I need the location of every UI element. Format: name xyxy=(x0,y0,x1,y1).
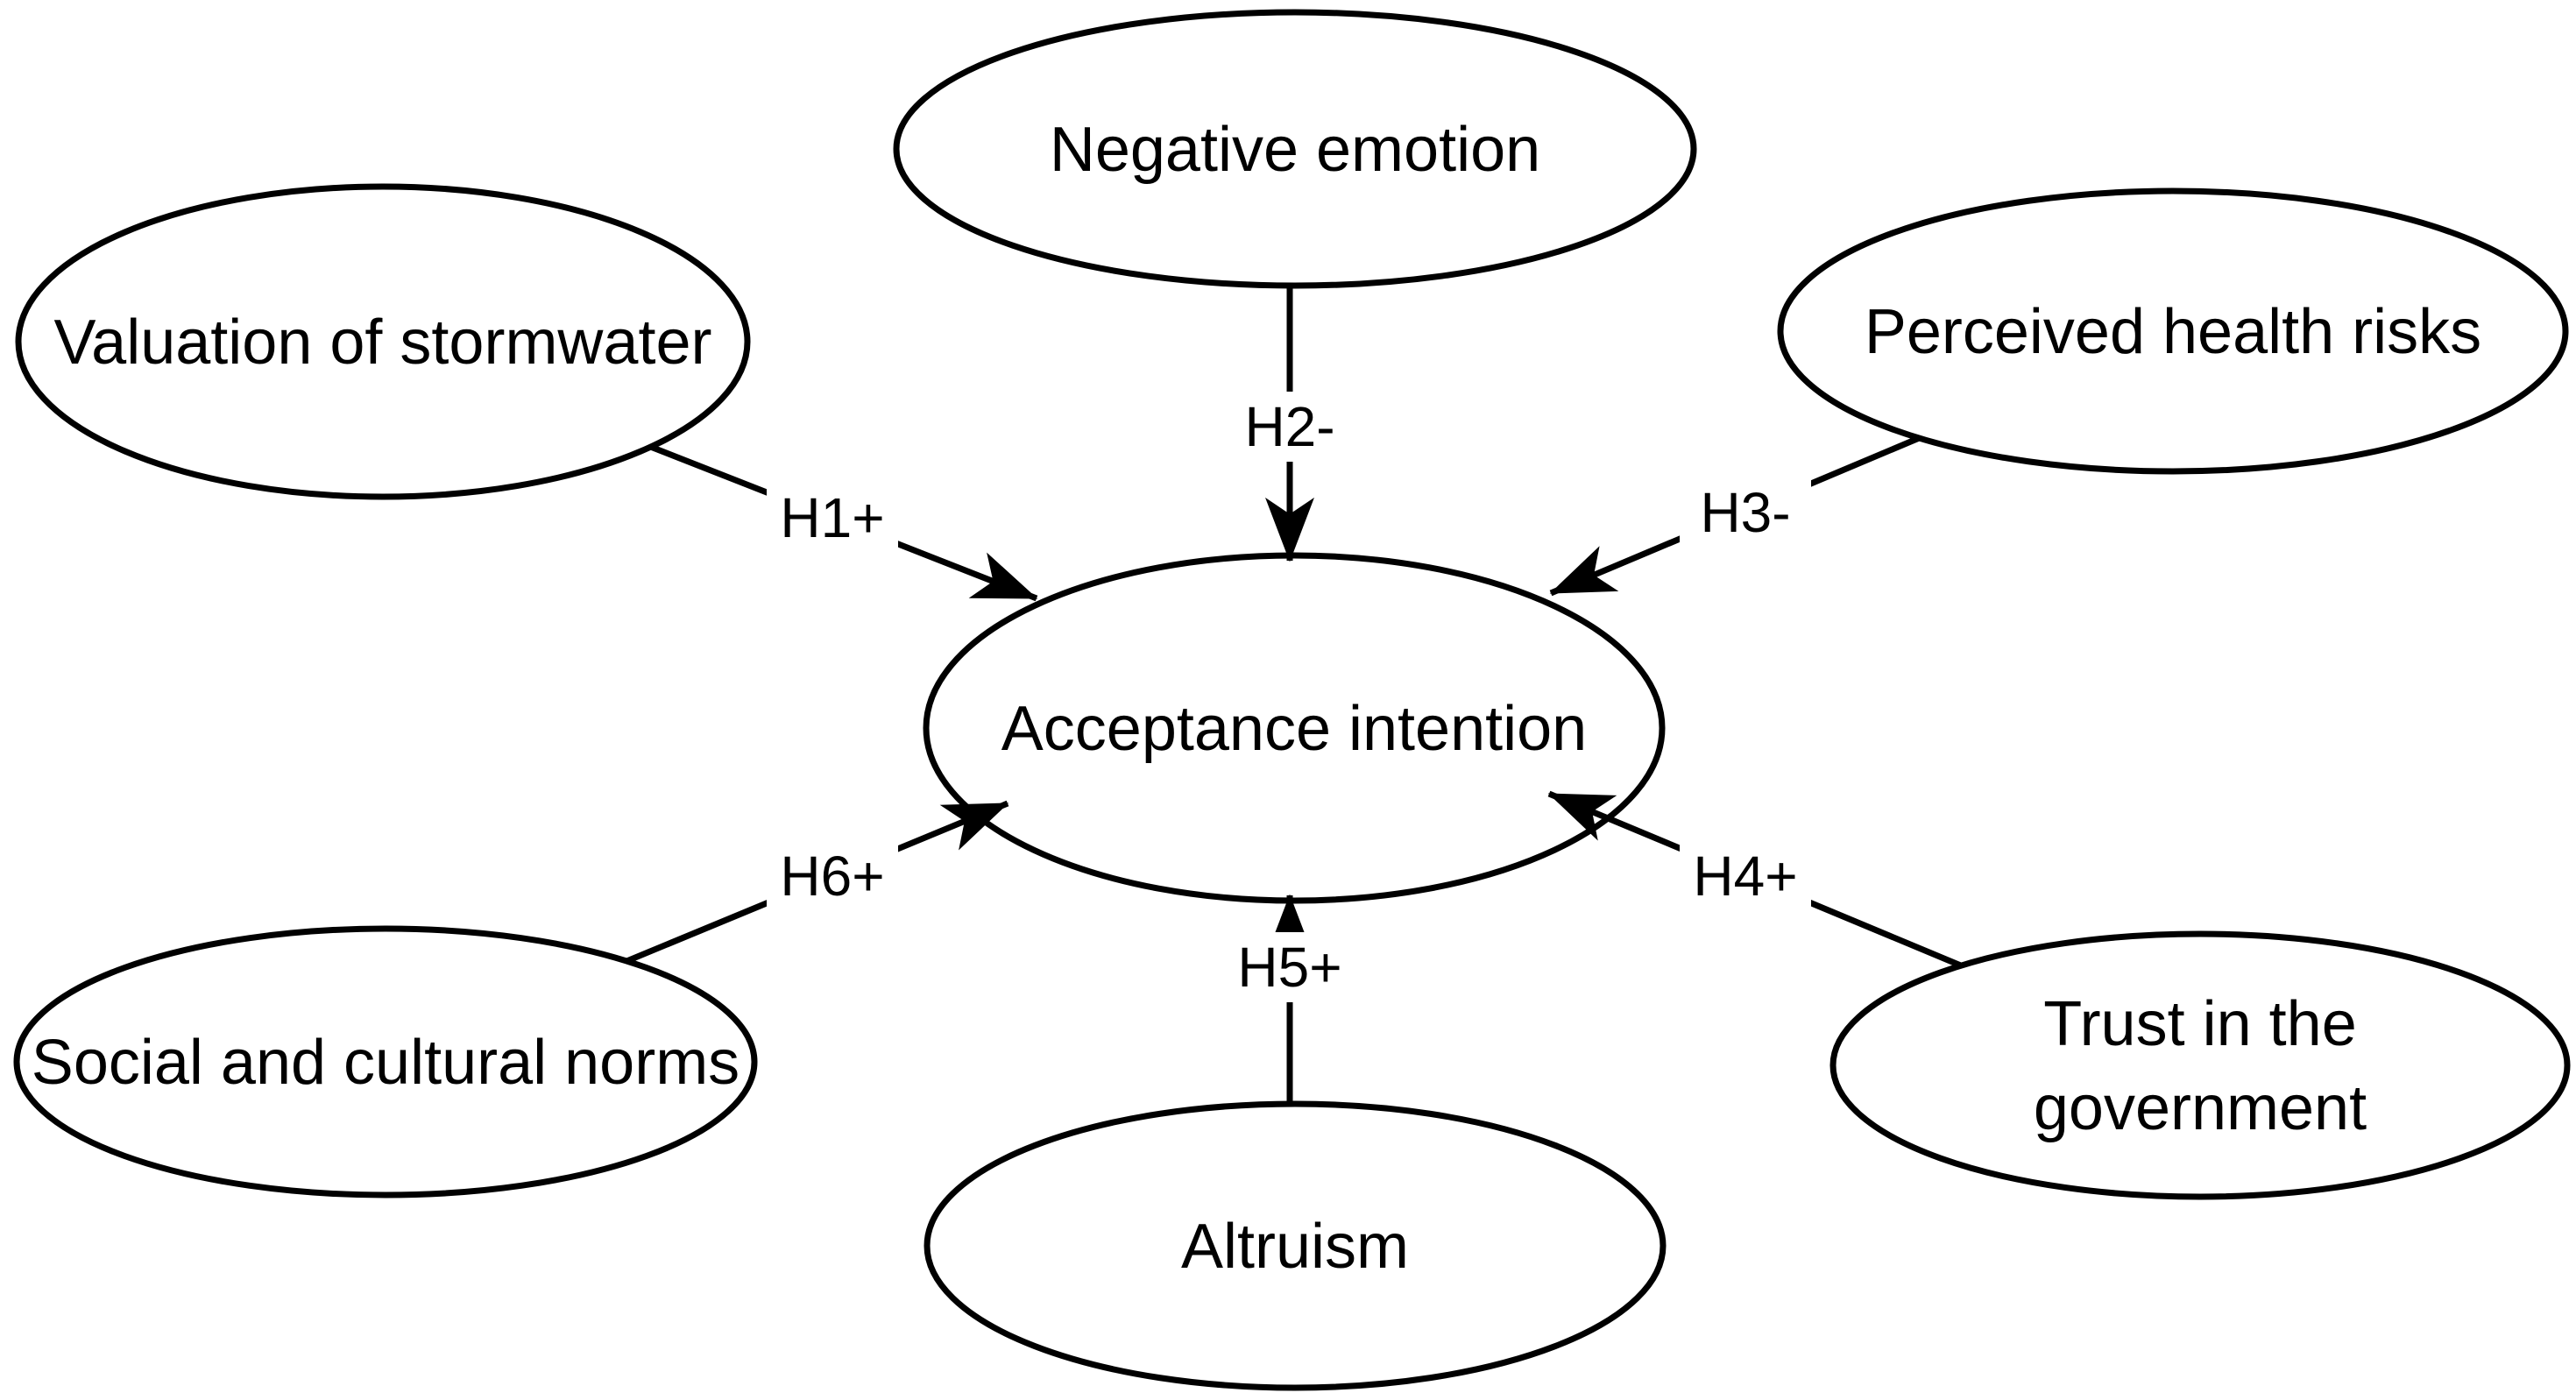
node-negative-emotion: Negative emotion xyxy=(893,9,1697,289)
trust-ellipse xyxy=(1829,930,2571,1200)
social-norms-label: Social and cultural norms xyxy=(32,1028,740,1098)
edge-h3-label-text: H3- xyxy=(1700,481,1790,544)
edge-h6-label: H6+ xyxy=(767,841,898,911)
edge-h3-label-bg xyxy=(1680,477,1811,548)
edge-h4-label-bg xyxy=(1680,841,1811,911)
valuation-ellipse xyxy=(15,183,751,500)
valuation-label: Valuation of stormwater xyxy=(53,308,711,378)
altruism-ellipse xyxy=(924,1100,1667,1391)
acceptance-label: Acceptance intention xyxy=(1001,694,1587,764)
nodes-layer: Valuation of stormwater Negative emotion… xyxy=(13,9,2571,1391)
edge-h6-label-bg xyxy=(767,841,898,911)
edge-h3-label: H3- xyxy=(1680,477,1811,548)
edge-h1-label: H1+ xyxy=(767,483,898,553)
edge-h2-label-bg xyxy=(1224,392,1355,462)
node-trust-in-the-government: Trust in the government xyxy=(1829,930,2571,1200)
edge-h1-label-text: H1+ xyxy=(780,486,884,549)
perceived-health-risks-label: Perceived health risks xyxy=(1865,297,2481,367)
edge-h4-label-text: H4+ xyxy=(1693,845,1797,908)
edge-h1-label-bg xyxy=(767,483,898,553)
node-perceived-health-risks: Perceived health risks xyxy=(1777,187,2569,475)
edge-labels-layer: H1+ H2- H3- H4+ H5+ H6+ xyxy=(767,392,1811,1002)
edge-h5-label: H5+ xyxy=(1224,932,1355,1002)
node-social-and-cultural-norms: Social and cultural norms xyxy=(13,925,758,1198)
trust-label-line1: Trust in the xyxy=(2043,989,2356,1059)
edge-h6-label-text: H6+ xyxy=(780,845,884,908)
altruism-label: Altruism xyxy=(1181,1212,1409,1282)
perceived-health-risks-ellipse xyxy=(1777,187,2569,475)
negative-emotion-label: Negative emotion xyxy=(1050,115,1540,185)
negative-emotion-ellipse xyxy=(893,9,1697,289)
edge-h5-label-bg xyxy=(1224,932,1355,1002)
social-norms-ellipse xyxy=(13,925,758,1198)
node-altruism: Altruism xyxy=(924,1100,1667,1391)
trust-label-line2: government xyxy=(2034,1073,2367,1143)
node-valuation-of-stormwater: Valuation of stormwater xyxy=(15,183,751,500)
edge-h4-label: H4+ xyxy=(1680,841,1811,911)
edge-h5-label-text: H5+ xyxy=(1237,936,1341,999)
edge-h2-label-text: H2- xyxy=(1244,395,1334,458)
edge-h2-label: H2- xyxy=(1224,392,1355,462)
